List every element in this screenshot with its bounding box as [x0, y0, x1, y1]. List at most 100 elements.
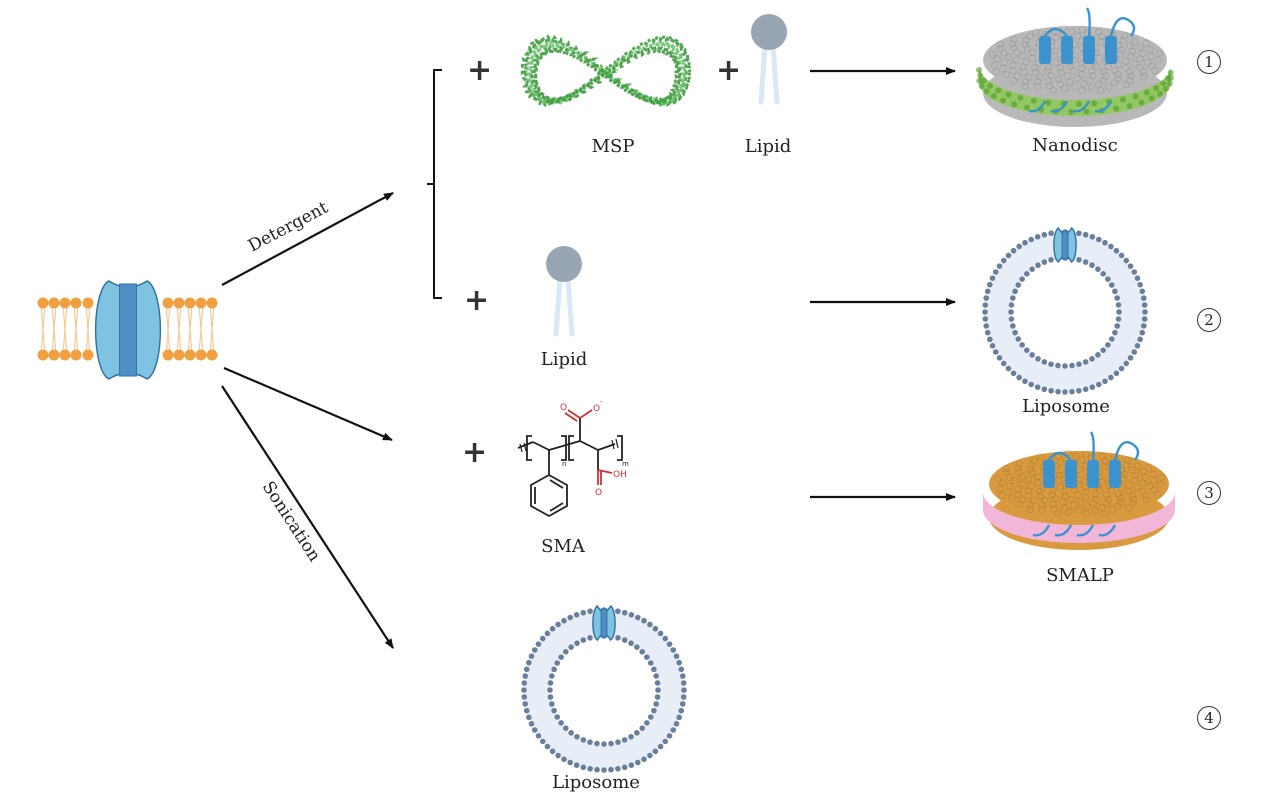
lipid-bead [1005, 488, 1013, 496]
lipid-head [1134, 275, 1141, 281]
lipid-head [1142, 309, 1148, 315]
lipid-head [1113, 370, 1120, 377]
lipid-bead [1149, 476, 1157, 485]
protein-pore [1061, 230, 1069, 260]
lipid-head [615, 608, 621, 615]
lipid-bead [1000, 58, 1008, 66]
msp-helix-bead [1132, 93, 1139, 100]
lipid-bead [1097, 32, 1105, 41]
msp-helix-bead [978, 83, 985, 90]
lipid-bead [1114, 502, 1122, 510]
lipid-head [59, 349, 71, 361]
lipid-head [651, 666, 657, 673]
lipid-head [539, 738, 546, 745]
lipid-head [676, 714, 682, 721]
lipid-bead [1008, 40, 1017, 48]
lipid-bead [1012, 56, 1020, 64]
lipid-head [1076, 387, 1082, 394]
lipid-bead [1066, 78, 1074, 86]
detergent-bracket [427, 69, 442, 299]
lipid-head [547, 687, 553, 693]
lipid-head [1062, 363, 1068, 369]
lipid-bead [1105, 83, 1113, 91]
lipid-bead [1015, 500, 1023, 508]
lipid-head [1131, 349, 1138, 355]
lipid-head [657, 743, 664, 750]
lipid-head [531, 647, 538, 653]
lipid-head [1041, 231, 1048, 238]
lipid-head [1010, 247, 1017, 254]
lipid-head [1048, 230, 1054, 237]
lipid-head [1100, 347, 1106, 353]
lipid-head [574, 640, 580, 647]
lipid-head [1112, 288, 1118, 295]
lipid-head [983, 295, 990, 301]
lipid-head [535, 733, 542, 739]
lipid-bead [1114, 60, 1122, 68]
lipid-head [547, 680, 554, 686]
lipid-head [1096, 381, 1102, 388]
lipid-bead [1055, 75, 1063, 83]
lipid-bead [1036, 73, 1044, 81]
msp-helix-bead [1005, 91, 1012, 98]
lipid-head [206, 297, 218, 309]
lipid-head [1048, 361, 1054, 367]
lipid-bead [1095, 28, 1103, 36]
lipid-bead [1026, 465, 1035, 473]
lipid-bead [1099, 478, 1107, 486]
lipid-bead [1031, 457, 1039, 465]
lipid-head [608, 740, 614, 747]
lipid-head [1108, 336, 1115, 342]
lipid-bead [1008, 494, 1016, 502]
lipid-bead [1092, 62, 1100, 71]
msp-helix-bead [1024, 104, 1030, 111]
lipid-bead [1013, 48, 1021, 56]
lipid-bead [1129, 500, 1137, 508]
protein-loop [1048, 451, 1072, 461]
msp-helix-bead [995, 87, 1002, 94]
lipid-bead [1074, 491, 1082, 499]
lipid-bead [1099, 76, 1107, 84]
lipid-bead [1129, 466, 1137, 474]
lipid-bead [1098, 453, 1107, 461]
lipid-bead [1010, 77, 1018, 85]
lipid-head [992, 349, 999, 355]
msp-helix-bead [1091, 100, 1098, 107]
lipid-bead [1056, 458, 1065, 467]
plus-sign: + [716, 53, 742, 88]
lipid-bead [1075, 506, 1083, 514]
lipid-tail [176, 303, 182, 355]
lipid-bead [1122, 80, 1130, 89]
lipid-head [594, 766, 600, 773]
lipid-head [982, 302, 989, 308]
lipid-bead [1111, 66, 1119, 74]
lipid-bead [1143, 58, 1151, 66]
lipid-bead [1061, 503, 1069, 512]
lipid-head [639, 649, 645, 655]
lipid-head [568, 644, 574, 650]
lipid-head [580, 764, 587, 771]
lipid-head [1019, 276, 1025, 282]
lipid-head [1116, 309, 1122, 315]
lipid-bead [1055, 476, 1063, 484]
lipid-bead [1139, 468, 1147, 476]
lipid-head [1000, 257, 1007, 264]
lipid-bead [1015, 460, 1024, 468]
lipid-head [558, 720, 564, 726]
lipid-head [1139, 288, 1146, 295]
lipid-head [59, 297, 71, 309]
lipid-bead [1021, 82, 1029, 90]
lipid-head [1035, 262, 1041, 269]
lipid-head [526, 714, 532, 721]
lipid-bead [1138, 49, 1147, 57]
lipid-bead [1095, 54, 1103, 62]
lipid-head [48, 297, 60, 309]
lipid-bead [1051, 47, 1059, 55]
lipid-bead [1027, 501, 1035, 509]
lipid-head [549, 748, 556, 755]
lipid-bead [1022, 58, 1030, 66]
lipid-bead [1022, 36, 1030, 44]
lipid-bead [1082, 488, 1090, 496]
lipid-head [1115, 316, 1122, 322]
lipid-head [621, 764, 628, 771]
